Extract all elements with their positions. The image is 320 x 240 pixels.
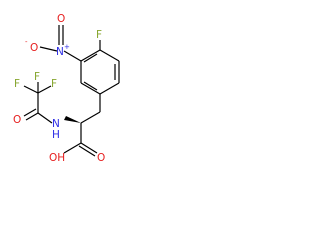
atom-label-n: N	[52, 118, 60, 130]
nitro-bonds	[39, 25, 64, 52]
ring-double-bond	[83, 53, 98, 63]
atom-charge-plus: +	[64, 43, 70, 51]
atom-label-o: O	[30, 42, 38, 54]
atom-label-f: F	[51, 78, 57, 90]
benzene-ring	[80, 49, 120, 95]
stereo-wedge	[64, 116, 81, 123]
c-o-double-bond	[23, 108, 37, 117]
atom-label-f: F	[14, 78, 20, 90]
atom-label-h: H	[52, 129, 60, 141]
substituent-bonds	[63, 40, 101, 124]
c-oh-bond	[63, 142, 82, 154]
c-f-bond	[37, 85, 52, 94]
ring-bond	[99, 49, 120, 62]
amide-bonds	[23, 82, 53, 124]
ring-bond	[80, 82, 101, 95]
molecule-drawing: F N + O - O F F F O N H O OH	[13, 13, 120, 164]
ring-double-bond	[83, 81, 98, 91]
atom-label-n: N	[56, 46, 64, 58]
structure-canvas: F N + O - O F F F O N H O OH	[0, 0, 148, 191]
c-n-bond	[63, 50, 82, 62]
atom-label-oh: OH	[49, 152, 65, 164]
atom-label-f: F	[96, 29, 102, 41]
atom-label-o: O	[57, 13, 65, 25]
ring-bond	[99, 82, 120, 95]
ring-bond	[80, 49, 101, 62]
atom-charge-minus: -	[25, 38, 28, 46]
c-f-bond	[23, 85, 39, 94]
n-carbonyl-bond	[37, 112, 53, 124]
atom-label-f: F	[34, 71, 40, 83]
backbone-bonds	[63, 123, 98, 157]
c-o-double-bond	[78, 145, 96, 157]
c-o-double-bond	[25, 112, 39, 121]
atom-label-o: O	[97, 152, 105, 164]
n-o-bond	[39, 46, 58, 52]
ch2-calpha-bond	[80, 111, 101, 124]
atom-label-o: O	[13, 114, 21, 126]
c-o-double-bond	[80, 142, 98, 154]
